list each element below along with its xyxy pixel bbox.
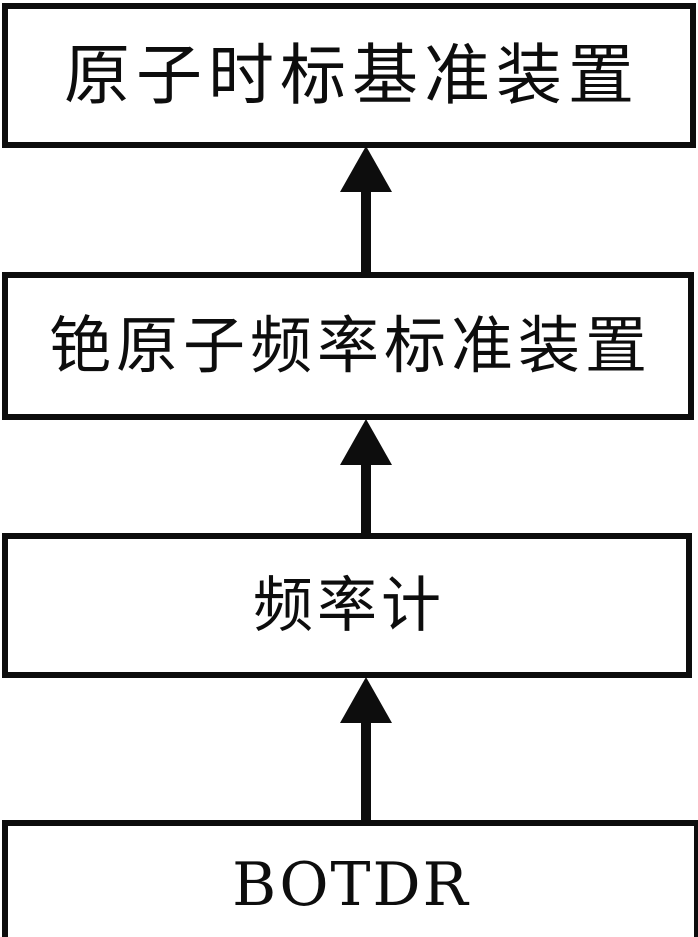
flow-node-frequency-counter[interactable]: 频率计 [2,533,692,678]
flow-node-atomic-time-scale-reference[interactable]: 原子时标基准装置 [2,3,696,148]
arrow-shaft [361,721,371,822]
arrowhead-up-icon [340,677,392,723]
flow-node-cesium-atomic-frequency-standard[interactable]: 铯原子频率标准装置 [2,272,694,420]
arrow-shaft [361,190,371,274]
flow-node-label: BOTDR [232,850,470,920]
arrow-up-icon-node3-to-node2 [340,419,392,535]
arrowhead-up-icon [340,419,392,465]
flow-node-label: 原子时标基准装置 [64,36,640,114]
arrowhead-up-icon [340,146,392,192]
flow-node-botdr[interactable]: BOTDR [2,820,698,937]
flow-node-label: 铯原子频率标准装置 [48,309,652,382]
arrow-up-icon-node2-to-node1 [340,146,392,274]
arrow-shaft [361,463,371,535]
flow-node-label: 频率计 [253,570,445,641]
arrow-up-icon-node4-to-node3 [340,677,392,822]
